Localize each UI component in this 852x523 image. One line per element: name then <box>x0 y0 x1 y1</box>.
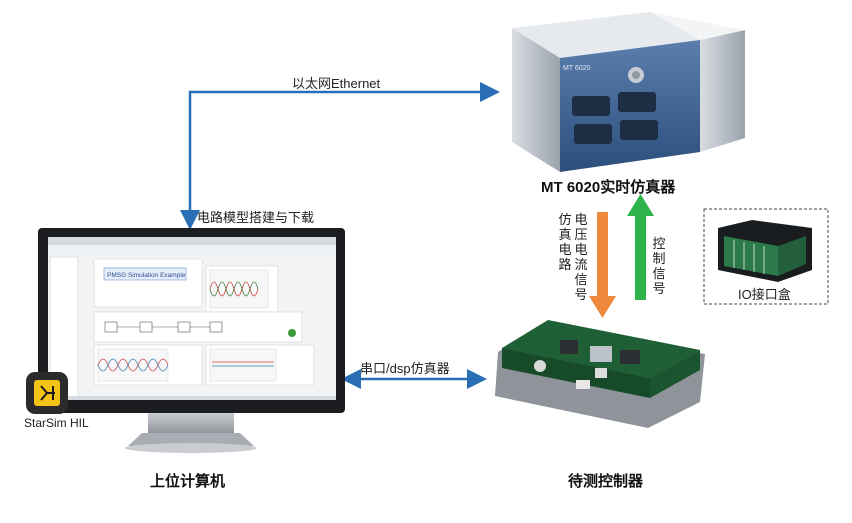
starsim-label: StarSim HIL <box>24 416 89 430</box>
control-signal-arrow <box>627 194 654 300</box>
starsim-logo <box>26 372 68 414</box>
voltage-current-label: 电压电流信号 <box>574 212 588 302</box>
ethernet-connector <box>180 82 500 230</box>
io-box <box>703 208 829 305</box>
app-title-text: PMSG Simulation Example <box>107 272 186 279</box>
controller-board <box>495 320 705 428</box>
sim-circuit-label: 仿真电路 <box>558 212 572 272</box>
ethernet-label: 以太网Ethernet <box>292 76 381 91</box>
controller-label: 待测控制器 <box>568 473 644 490</box>
simulator-label: MT 6020实时仿真器 <box>541 179 676 196</box>
voltage-current-arrow <box>589 212 616 318</box>
io-box-label: IO接口盒 <box>738 287 791 302</box>
download-label: 电路模型搭建与下载 <box>197 210 315 225</box>
device-brand-text: MT 6020 <box>563 65 591 72</box>
simulator-device: MT 6020 <box>512 12 745 172</box>
serial-label: 串口/dsp仿真器 <box>360 361 450 376</box>
control-signal-label: 控制信号 <box>652 236 666 296</box>
host-pc-label: 上位计算机 <box>150 473 226 490</box>
host-computer: PMSG Simulation Example <box>38 228 345 453</box>
